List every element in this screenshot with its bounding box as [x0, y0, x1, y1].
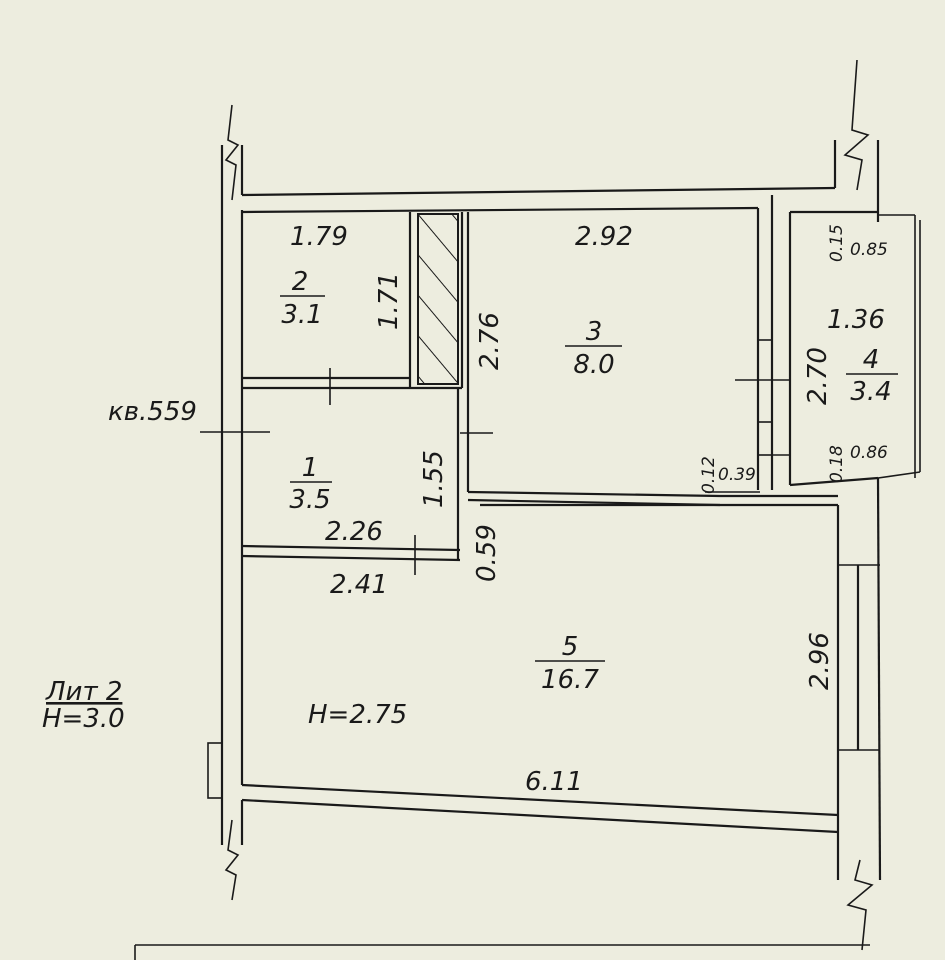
lit-label: Лит 2	[45, 677, 122, 707]
building-height: H=3.0	[42, 704, 125, 734]
room-2-length: 1.71	[374, 272, 404, 330]
corr-small-h: 0.39	[718, 465, 756, 485]
apartment-label: кв.559	[108, 397, 197, 427]
room-1: 1 3.5 1.55 2.26 2.41	[289, 450, 449, 600]
room-5-length: 2.96	[805, 632, 835, 690]
balcony-top-side: 0.15	[827, 224, 847, 262]
room-height: H=2.75	[308, 700, 407, 730]
room-5-area: 16.7	[541, 665, 599, 695]
corr-small-v: 0.12	[699, 456, 719, 494]
door-marks	[200, 368, 790, 575]
room-3-number: 3	[586, 317, 603, 347]
room-1-number: 1	[302, 453, 319, 483]
room-2: 1.79 2 3.1 1.71	[280, 222, 404, 330]
room-2-width: 1.79	[290, 222, 348, 252]
room-3: 2.92 3 8.0 2.76	[475, 222, 633, 380]
room-5-number: 5	[562, 632, 579, 662]
balcony-top: 0.85	[850, 240, 888, 260]
outer-walls	[207, 140, 882, 881]
room-5-width: 6.11	[525, 767, 583, 797]
room-3-area: 8.0	[573, 350, 614, 380]
balcony-bottom: 0.86	[850, 443, 888, 463]
room-3-length: 2.76	[475, 312, 505, 370]
hall-bottom-dim: 2.41	[330, 570, 388, 600]
room-1-length: 1.55	[419, 450, 449, 508]
room-5: 5 16.7 2.96 6.11	[525, 632, 835, 797]
passage-width: 0.59	[472, 524, 502, 582]
room-4-area: 3.4	[850, 377, 891, 407]
room-4-length: 2.70	[803, 347, 833, 405]
room-3-width: 2.92	[575, 222, 633, 252]
room-4: 0.15 0.85 1.36 2.70 4 3.4 0.18 0.86	[803, 224, 898, 483]
break-marks	[224, 59, 874, 951]
room-2-number: 2	[292, 267, 309, 297]
balcony-bottom-side: 0.18	[827, 445, 847, 483]
ventilation-shaft	[417, 213, 459, 385]
room-4-width: 1.36	[827, 305, 885, 335]
room-4-number: 4	[863, 345, 880, 375]
room-1-width: 2.26	[325, 517, 383, 547]
room-1-area: 3.5	[289, 485, 330, 515]
interior-walls	[241, 195, 921, 562]
room-2-area: 3.1	[281, 300, 322, 330]
